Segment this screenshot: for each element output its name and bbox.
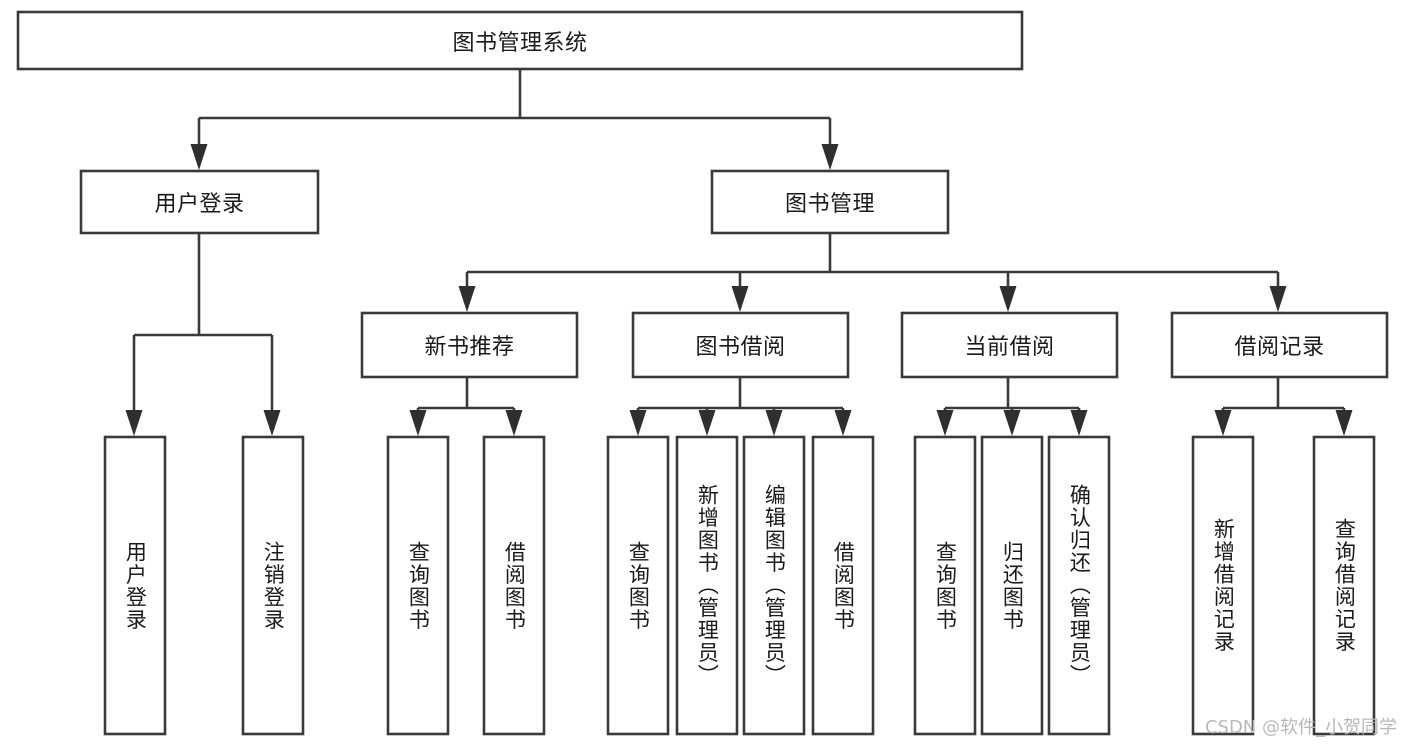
- boxes-layer: [16, 10, 1389, 736]
- node-box-leaf-query-borrow-record[interactable]: [1312, 435, 1376, 736]
- arrow-head-icon: [821, 144, 839, 170]
- node-box-leaf-logout-login[interactable]: [241, 435, 305, 736]
- connector-group-record-to-leaves: [1214, 377, 1353, 436]
- node-box-current-borrow[interactable]: [900, 311, 1119, 379]
- node-box-root[interactable]: [16, 10, 1024, 71]
- arrow-head-icon: [936, 410, 954, 436]
- arrow-head-icon: [629, 410, 647, 436]
- node-box-leaf-query-book-current[interactable]: [913, 435, 977, 736]
- arrow-head-icon: [999, 286, 1017, 312]
- node-box-book-borrow[interactable]: [631, 311, 850, 379]
- node-box-leaf-edit-book-admin[interactable]: [742, 435, 806, 736]
- connectors-layer: [125, 69, 1353, 436]
- arrow-head-icon: [505, 410, 523, 436]
- connector-group-root-to-level1: [190, 69, 839, 170]
- node-box-leaf-borrow-book-recommend[interactable]: [482, 435, 546, 736]
- arrow-head-icon: [1003, 410, 1021, 436]
- arrow-head-icon: [731, 286, 749, 312]
- arrow-head-icon: [190, 144, 208, 170]
- connector-group-current-to-leaves: [936, 377, 1088, 436]
- node-box-leaf-query-book-borrow[interactable]: [606, 435, 670, 736]
- node-box-leaf-add-borrow-record[interactable]: [1191, 435, 1255, 736]
- connector-group-userlogin-to-leaves: [125, 233, 281, 436]
- arrow-head-icon: [1335, 410, 1353, 436]
- node-box-borrow-record[interactable]: [1170, 311, 1389, 379]
- node-box-leaf-confirm-return-admin[interactable]: [1047, 435, 1111, 736]
- connector-group-borrow-to-leaves: [629, 377, 852, 436]
- node-box-user-login[interactable]: [79, 169, 320, 235]
- node-box-new-book-recommend[interactable]: [360, 311, 579, 379]
- node-box-leaf-borrow-book[interactable]: [811, 435, 875, 736]
- node-box-leaf-add-book-admin[interactable]: [675, 435, 739, 736]
- arrow-head-icon: [1269, 286, 1287, 312]
- connector-group-recommend-to-leaves: [409, 377, 523, 436]
- node-box-leaf-query-book-recommend[interactable]: [386, 435, 450, 736]
- arrow-head-icon: [125, 410, 143, 436]
- node-box-leaf-user-login[interactable]: [103, 435, 167, 736]
- arrow-head-icon: [409, 410, 427, 436]
- node-box-book-management[interactable]: [710, 169, 950, 235]
- arrow-head-icon: [1070, 410, 1088, 436]
- arrow-head-icon: [698, 410, 716, 436]
- arrow-head-icon: [263, 410, 281, 436]
- arrow-head-icon: [834, 410, 852, 436]
- node-box-leaf-return-book[interactable]: [980, 435, 1044, 736]
- arrow-head-icon: [458, 286, 476, 312]
- connector-group-bookmgmt-to-level2: [458, 233, 1287, 312]
- arrow-head-icon: [1214, 410, 1232, 436]
- arrow-head-icon: [765, 410, 783, 436]
